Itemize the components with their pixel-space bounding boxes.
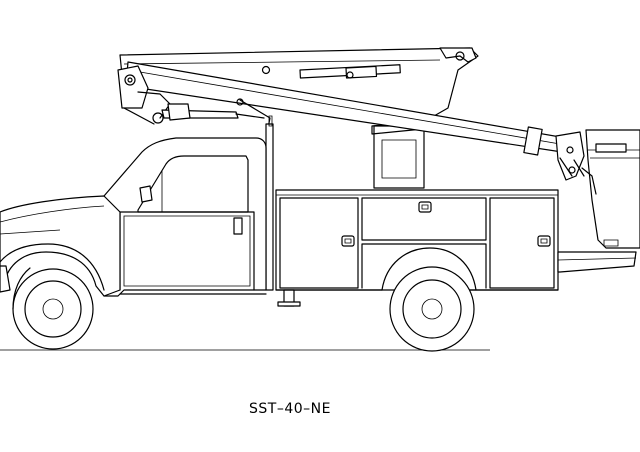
- boom-knuckle: [440, 48, 476, 62]
- rear-wheel: [382, 248, 476, 351]
- model-label: SST–40–NE: [249, 401, 331, 417]
- door-handle: [234, 218, 242, 234]
- bucket-platform: [582, 130, 640, 248]
- handle-left: [342, 236, 354, 246]
- boom-pedestal: [374, 126, 424, 188]
- handle-top: [419, 202, 431, 212]
- utility-body: [266, 116, 636, 306]
- cab-window: [138, 156, 248, 212]
- bucket: [586, 130, 640, 248]
- truck-cab: [0, 138, 266, 296]
- lift-cylinder: [162, 99, 264, 120]
- side-mirror: [140, 186, 152, 202]
- hood: [0, 196, 120, 296]
- bulkhead-post: [266, 124, 273, 290]
- front-wheel: [13, 268, 93, 349]
- boom-tip-bracket: [556, 132, 584, 180]
- boom-assembly: [118, 48, 584, 188]
- rear-bumper: [558, 252, 636, 272]
- boom-heel: [118, 66, 148, 108]
- upper-cylinder: [300, 65, 400, 78]
- handle-right: [538, 236, 550, 246]
- front-fender: [0, 244, 104, 290]
